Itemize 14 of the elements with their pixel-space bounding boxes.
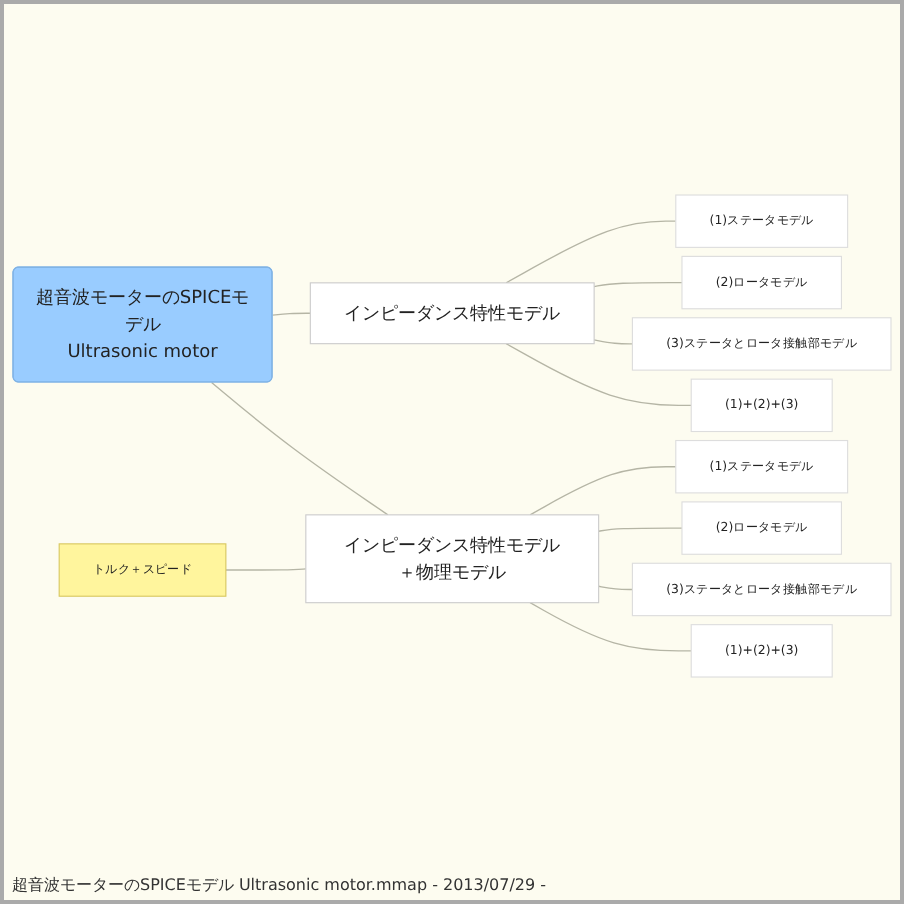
connector xyxy=(593,340,634,346)
node-box: インピーダンス特性モデル xyxy=(309,283,595,346)
connector xyxy=(529,467,677,517)
connector xyxy=(271,313,311,317)
connector xyxy=(597,528,683,533)
footer-caption: 超音波モーターのSPICEモデル Ultrasonic motor.mmap - 2013/07/29 - xyxy=(10,874,549,898)
connector xyxy=(225,569,307,572)
connector xyxy=(593,282,683,289)
connector xyxy=(505,343,692,407)
connector xyxy=(210,382,389,517)
node-box: インピーダンス特性モデル＋物理モデル xyxy=(305,515,600,605)
connector xyxy=(505,221,677,285)
connector xyxy=(597,586,634,592)
connector xyxy=(529,603,692,653)
